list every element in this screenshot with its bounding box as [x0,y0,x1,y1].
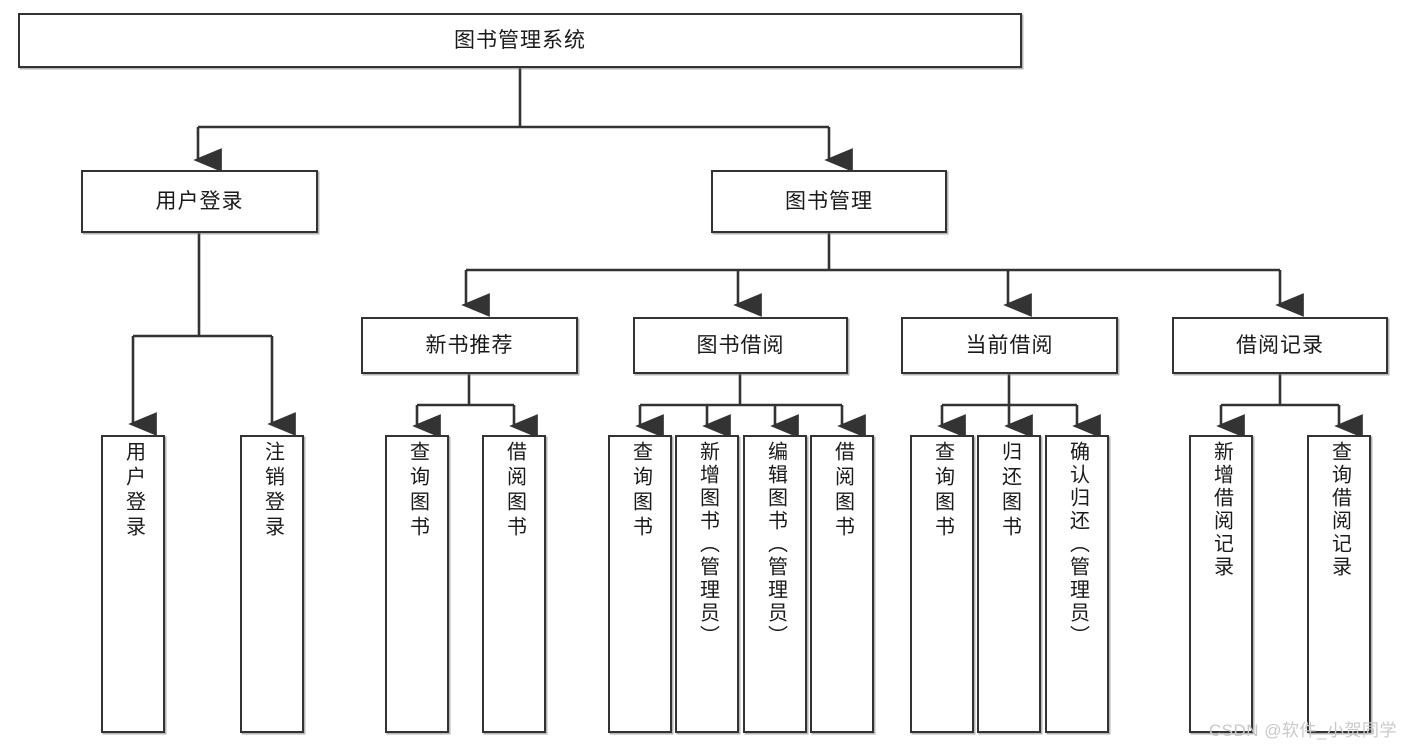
node-label: 查询图书 [931,441,954,541]
node-label: 当前借阅 [965,334,1054,357]
leaf-logout-login[interactable]: 注销登录 [240,435,304,733]
node-user-login[interactable]: 用户登录 [81,170,318,233]
leaf-add-borrow-record[interactable]: 新增借阅记录 [1189,435,1253,733]
leaf-query-book-current[interactable]: 查询图书 [910,435,974,733]
node-current-borrow[interactable]: 当前借阅 [901,317,1118,374]
node-book-borrow[interactable]: 图书借阅 [633,317,848,374]
node-label: 借阅图书 [503,441,526,541]
leaf-query-book-borrow[interactable]: 查询图书 [608,435,672,733]
leaf-confirm-return-admin[interactable]: 确认归还（管理员） [1045,435,1109,733]
leaf-user-login[interactable]: 用户登录 [101,435,165,733]
leaf-add-book-admin[interactable]: 新增图书（管理员） [675,435,739,733]
leaf-edit-book-admin[interactable]: 编辑图书（管理员） [743,435,807,733]
leaf-borrow-book-recommend[interactable]: 借阅图书 [482,435,546,733]
node-new-book-recommend[interactable]: 新书推荐 [361,317,578,374]
node-label: 图书借阅 [696,334,785,357]
node-label: 借阅记录 [1236,334,1324,357]
node-label: 图书管理 [785,190,873,213]
leaf-query-book-recommend[interactable]: 查询图书 [385,435,449,733]
node-label: 新增借阅记录 [1210,441,1233,579]
leaf-borrow-book[interactable]: 借阅图书 [810,435,874,733]
node-label: 确认归还（管理员） [1066,441,1089,648]
node-label: 借阅图书 [831,441,854,541]
leaf-return-book[interactable]: 归还图书 [977,435,1041,733]
node-label: 注销登录 [261,441,284,541]
node-root-book-management-system[interactable]: 图书管理系统 [18,13,1022,68]
node-label: 用户登录 [122,441,145,541]
node-book-management[interactable]: 图书管理 [711,170,947,233]
node-label: 新增图书（管理员） [696,441,719,648]
node-label: 查询借阅记录 [1328,441,1351,579]
node-label: 新书推荐 [425,334,514,357]
node-label: 用户登录 [155,190,244,213]
node-label: 图书管理系统 [454,29,586,52]
node-label: 归还图书 [998,441,1021,541]
node-label: 查询图书 [406,441,429,541]
node-borrow-record[interactable]: 借阅记录 [1172,317,1388,374]
node-label: 查询图书 [629,441,652,541]
leaf-query-borrow-record[interactable]: 查询借阅记录 [1307,435,1371,733]
csdn-watermark: CSDN @软件_小贺同学 [1208,721,1397,740]
node-label: 编辑图书（管理员） [764,441,787,648]
